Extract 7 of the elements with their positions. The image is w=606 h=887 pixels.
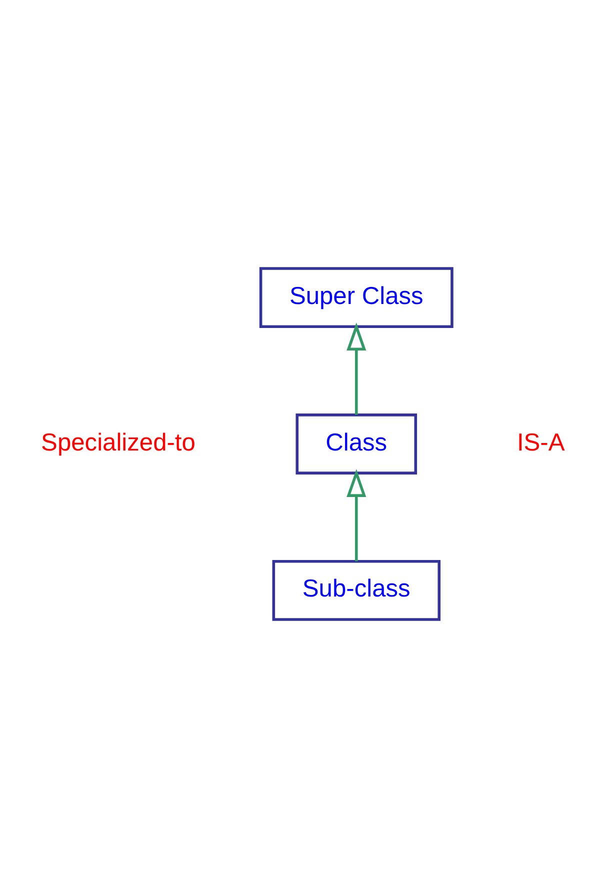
label: Specialized-to <box>41 428 196 456</box>
label: IS-A <box>516 428 565 456</box>
node-box: Super Class <box>259 266 454 328</box>
arrow <box>346 468 366 561</box>
node-box: Sub-class <box>272 560 441 620</box>
node-box: Class <box>296 413 418 474</box>
arrow <box>346 322 366 414</box>
